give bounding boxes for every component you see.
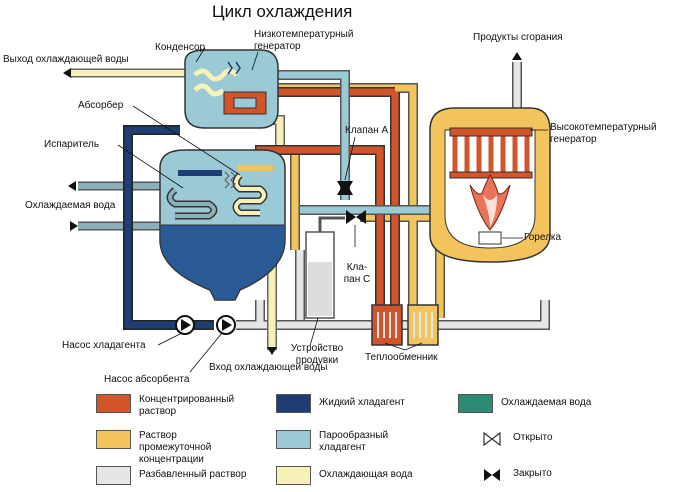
legend-label: Охлаждаемая вода <box>501 397 592 408</box>
leader-lines <box>117 47 548 373</box>
label-valve-c: Кла- пан C <box>343 262 371 285</box>
legend-item-chilled-water: Охлаждаемая вода <box>458 394 591 413</box>
label-low-temp-generator: Низкотемпературный генератор <box>254 29 354 52</box>
label-condenser: Конденсор <box>155 42 206 53</box>
flame-icon <box>469 173 511 231</box>
label-cooling-water-in: Вход охлаждающей воды <box>209 362 328 373</box>
label-burner: Горелка <box>524 232 562 243</box>
valve-open-icon <box>483 432 501 446</box>
legend-label: Жидкий хладагент <box>319 397 405 408</box>
legend-label: Охлаждающая вода <box>319 469 413 480</box>
legend-item-concentrated: Концентрированный раствор <box>96 394 239 418</box>
condenser-shell <box>184 49 279 129</box>
label-high-temp-generator: Высокотемпературный генератор <box>550 122 657 145</box>
legend-item-vapor-refrigerant: Парообразный хладагент <box>276 430 409 454</box>
legend-swatch <box>96 466 131 485</box>
absorbent-pump-icon <box>216 315 236 335</box>
heat-exchanger-block <box>371 304 439 346</box>
label-refrigerant-pump: Насос хладагента <box>62 340 146 351</box>
legend-item-intermediate: Раствор промежуточной концентрации <box>96 430 249 466</box>
legend-label: Раствор промежуточной концентрации <box>139 430 212 465</box>
legend-label: Открыто <box>513 432 553 443</box>
arrow-icon <box>63 52 522 355</box>
label-chilled-water: Охлаждаемая вода <box>25 200 116 211</box>
label-heat-exchanger: Теплообменник <box>365 352 438 363</box>
label-absorber: Абсорбер <box>78 100 124 111</box>
legend-item-liquid-refrigerant: Жидкий хладагент <box>276 394 405 413</box>
legend-swatch <box>96 430 131 449</box>
label-evaporator: Испаритель <box>44 139 100 150</box>
legend-label: Парообразный хладагент <box>319 430 389 453</box>
legend-swatch <box>276 394 311 413</box>
label-valve-a: Клапан A <box>345 125 389 136</box>
purge-device <box>305 216 345 319</box>
legend-item-valve-closed: Закрыто <box>483 468 552 482</box>
valve-a-icon[interactable] <box>337 181 353 195</box>
label-absorbent-pump: Насос абсорбента <box>104 374 190 385</box>
legend-swatch <box>458 394 493 413</box>
label-combustion-products: Продукты сгорания <box>473 32 563 43</box>
legend-label: Разбавленный раствор <box>139 469 247 480</box>
legend-item-dilute: Разбавленный раствор <box>96 466 246 485</box>
legend-swatch <box>276 430 311 449</box>
legend-item-valve-open: Открыто <box>483 432 553 446</box>
legend-label: Закрыто <box>513 468 552 479</box>
valve-closed-icon <box>484 469 500 481</box>
absorber-evaporator-vessel <box>159 149 286 301</box>
label-purge-device: Устройство продувки <box>290 343 344 366</box>
legend-item-cooling-water: Охлаждающая вода <box>276 466 413 485</box>
legend-swatch <box>276 466 311 485</box>
label-cooling-water-out: Выход охлаждающей воды <box>3 54 129 65</box>
valve-c-icon[interactable] <box>346 210 366 224</box>
diagram-title: Цикл охлаждения <box>212 2 353 21</box>
high-temp-generator <box>429 107 551 263</box>
refrigerant-pump-icon <box>175 315 195 335</box>
legend-swatch <box>96 394 131 413</box>
legend-label: Концентрированный раствор <box>139 394 235 417</box>
